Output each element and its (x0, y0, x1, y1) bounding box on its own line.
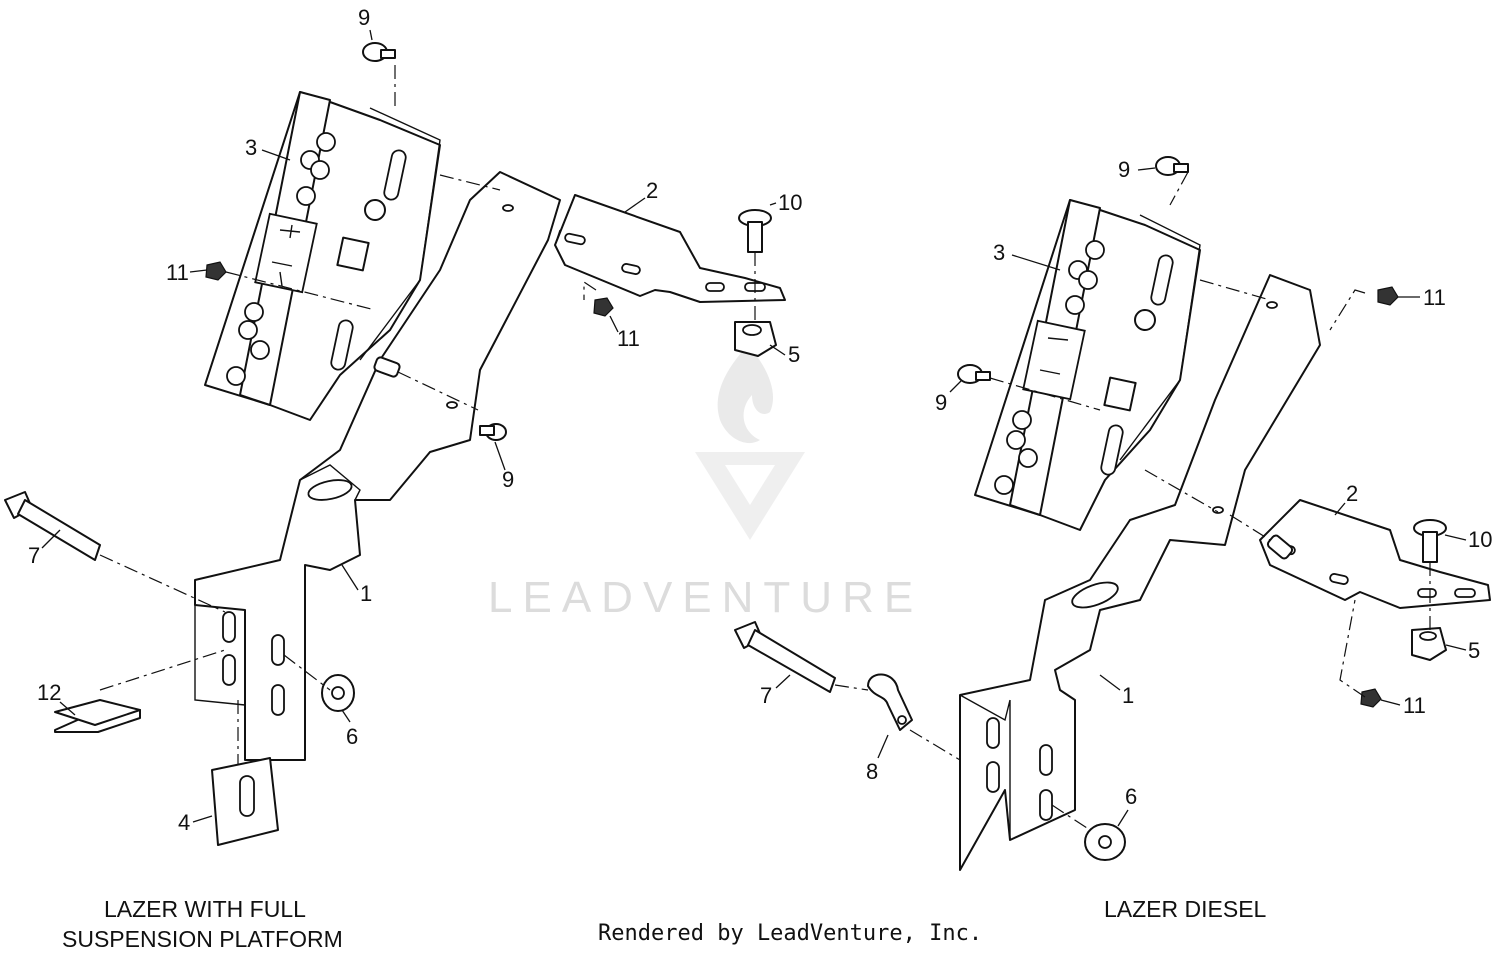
left-caption-line1: LAZER WITH FULL (104, 896, 306, 922)
right-plate-part-2 (1259, 499, 1491, 609)
right-seat-adjuster-part-3 (974, 199, 1201, 531)
callout-9: 9 (502, 467, 514, 492)
left-caption-line2: SUSPENSION PLATFORM (62, 926, 343, 952)
callout-2: 2 (646, 178, 658, 203)
callout-12: 12 (37, 680, 61, 705)
callout-11: 11 (166, 260, 189, 285)
right-nut-part-11-b (1360, 688, 1382, 708)
right-bolt-part-7 (734, 621, 836, 693)
right-clamp-part-8 (867, 673, 913, 731)
left-nut-part-11-a (205, 261, 227, 281)
left-callouts: 9 3 2 10 11 11 5 9 7 1 12 6 4 (28, 5, 802, 835)
left-bracket-part-1 (194, 171, 561, 761)
callout-5: 5 (788, 342, 800, 367)
callout-5: 5 (1468, 638, 1480, 663)
callout-10: 10 (778, 190, 802, 215)
left-bolt-part-7 (4, 491, 101, 561)
left-assembly (4, 42, 786, 846)
callout-8: 8 (866, 759, 878, 784)
left-plate-part-4 (211, 757, 279, 846)
left-pin-part-9-bottom (479, 423, 507, 441)
left-nut-part-6 (321, 674, 355, 712)
callout-11: 11 (1403, 693, 1426, 718)
callout-11: 11 (617, 326, 640, 351)
right-bracket-part-1 (959, 274, 1321, 871)
callout-6: 6 (1125, 784, 1137, 809)
watermark-text: LEADVENTURE (488, 573, 923, 622)
callout-1: 1 (360, 581, 372, 606)
callout-4: 4 (178, 810, 190, 835)
right-nut-part-11-a (1377, 286, 1399, 306)
render-credit: Rendered by LeadVenture, Inc. (598, 921, 982, 946)
right-assembly (734, 156, 1491, 871)
callout-6: 6 (346, 724, 358, 749)
right-caption: LAZER DIESEL (1104, 896, 1267, 922)
right-pin-part-9-left (957, 364, 991, 384)
callout-3: 3 (993, 240, 1005, 265)
right-pin-part-10 (1413, 519, 1447, 563)
left-nut-part-11-b (593, 297, 614, 317)
right-pin-part-9-top (1155, 156, 1189, 176)
right-nut-part-5 (1411, 627, 1447, 661)
callout-9: 9 (935, 390, 947, 415)
callout-3: 3 (245, 135, 257, 160)
callout-10: 10 (1468, 527, 1492, 552)
watermark-logo (695, 345, 805, 540)
left-pin-part-10 (738, 209, 772, 253)
left-plate-part-2 (554, 194, 786, 303)
callout-11: 11 (1423, 285, 1446, 310)
left-nut-part-5 (734, 321, 777, 357)
callout-9: 9 (358, 5, 370, 30)
right-nut-part-6 (1084, 823, 1126, 861)
right-callouts: 9 3 11 9 2 10 7 1 5 11 8 6 (760, 157, 1492, 827)
callout-1: 1 (1122, 683, 1134, 708)
callout-7: 7 (760, 683, 772, 708)
callout-9: 9 (1118, 157, 1130, 182)
left-seat-adjuster-part-3 (204, 91, 441, 421)
callout-7: 7 (28, 543, 40, 568)
left-pin-part-9-top (362, 42, 396, 62)
callout-2: 2 (1346, 481, 1358, 506)
